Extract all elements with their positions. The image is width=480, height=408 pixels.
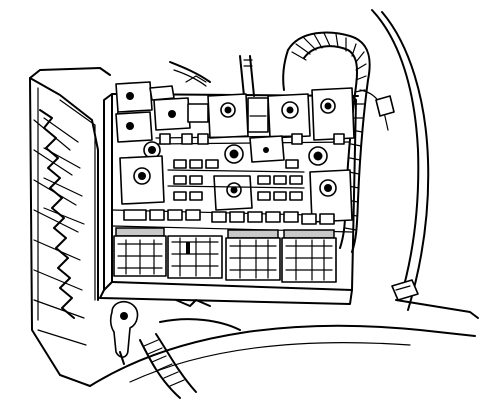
stud-1	[143, 141, 161, 159]
relay-9	[213, 175, 253, 211]
connector-4	[281, 237, 337, 283]
relay-row-middle	[119, 133, 353, 225]
connector-3	[225, 237, 281, 281]
relay-2	[115, 111, 153, 143]
wiring-harness	[139, 31, 395, 399]
relay-3	[153, 97, 191, 131]
relay-1	[115, 81, 153, 117]
ground-terminal	[109, 300, 139, 365]
relay-5	[267, 93, 311, 139]
right-shield-panel	[89, 9, 479, 387]
connector-bank	[113, 227, 337, 283]
relay-6	[311, 87, 355, 141]
stud-3	[308, 146, 328, 166]
left-fender-structure	[29, 67, 111, 387]
bus-bar-top	[149, 85, 269, 133]
bus-bar-middle	[249, 135, 285, 163]
connector-1	[113, 235, 167, 277]
relay-7	[119, 155, 165, 205]
connector-2	[167, 235, 223, 279]
stud-2	[224, 144, 244, 164]
fuse-strip	[123, 209, 335, 225]
relay-8	[309, 169, 353, 223]
relay-row-top	[115, 81, 355, 143]
relay-4	[207, 93, 249, 139]
mini-fuse-grid	[167, 159, 305, 201]
upper-wires	[169, 55, 255, 97]
